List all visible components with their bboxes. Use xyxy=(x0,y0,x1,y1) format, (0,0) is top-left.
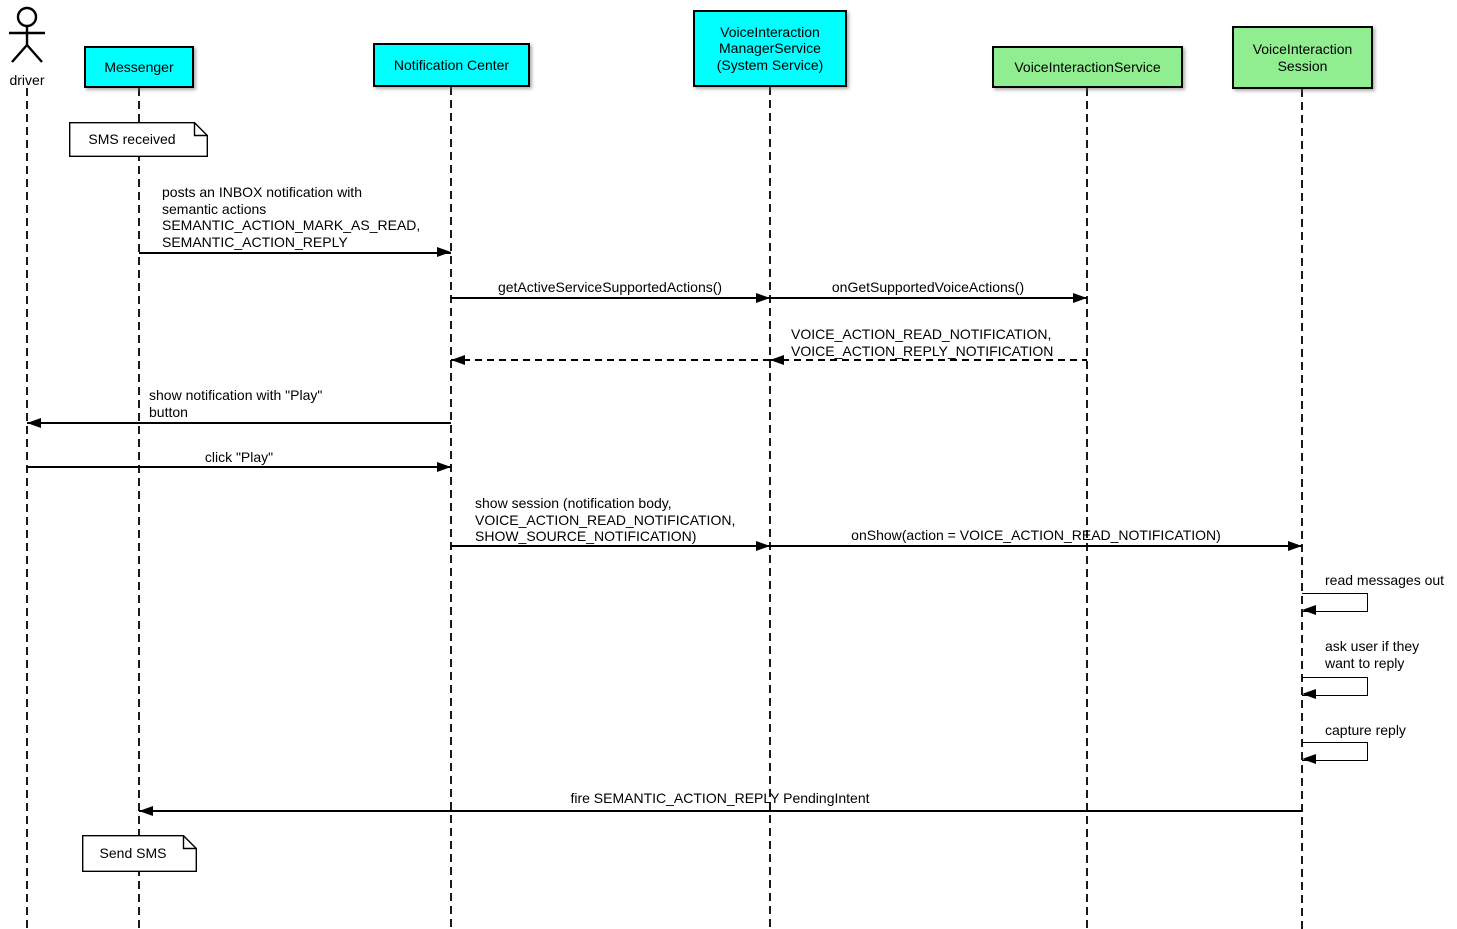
participant-voiceinteraction-managerservice: VoiceInteraction ManagerService (System … xyxy=(693,10,847,87)
arrowhead-left-icon xyxy=(1302,689,1316,700)
lifeline-messenger xyxy=(138,88,140,929)
lifeline-voiceinteractionservice xyxy=(1086,88,1088,929)
actor-driver: driver xyxy=(0,6,54,88)
message-line xyxy=(451,545,770,547)
participant-messenger: Messenger xyxy=(84,46,194,88)
message-line-dashed xyxy=(451,359,770,361)
arrowhead-left-icon xyxy=(1302,754,1316,765)
participant-notification-center: Notification Center xyxy=(373,43,530,87)
lifeline-voiceinteraction-managerservice xyxy=(769,87,771,929)
message-line xyxy=(27,422,451,424)
arrowhead-left-icon xyxy=(770,354,784,365)
note-text: SMS received xyxy=(88,131,176,148)
message-label: ask user if they want to reply xyxy=(1325,638,1420,671)
message-label: capture reply xyxy=(1325,722,1406,738)
lifeline-voiceinteraction-session xyxy=(1301,89,1303,929)
arrowhead-left-icon xyxy=(1302,605,1316,616)
person-icon xyxy=(9,6,45,63)
message-label: show session (notification body, VOICE_A… xyxy=(475,495,736,544)
message-label: VOICE_ACTION_READ_NOTIFICATION, VOICE_AC… xyxy=(791,326,1054,359)
self-message-loop xyxy=(1302,593,1368,612)
lifeline-notification-center xyxy=(450,87,452,929)
note-send-sms: Send SMS xyxy=(82,835,197,872)
message-label: posts an INBOX notification with semanti… xyxy=(162,184,421,250)
message-line-dashed xyxy=(770,359,1087,361)
message-line xyxy=(139,810,1302,812)
arrowhead-left-icon xyxy=(139,805,153,816)
message-label: getActiveServiceSupportedActions() xyxy=(497,279,723,295)
actor-label: driver xyxy=(9,71,45,88)
arrowhead-right-icon xyxy=(1073,292,1087,303)
participant-voiceinteraction-session: VoiceInteraction Session xyxy=(1232,26,1373,89)
note-shape xyxy=(82,835,197,872)
note-sms-received: SMS received xyxy=(69,122,208,157)
message-line xyxy=(27,466,451,468)
arrowhead-right-icon xyxy=(756,540,770,551)
message-label: fire SEMANTIC_ACTION_REPLY PendingIntent xyxy=(570,790,870,806)
self-message-loop xyxy=(1302,677,1368,696)
message-label: onShow(action = VOICE_ACTION_READ_NOTIFI… xyxy=(851,527,1221,543)
participant-voiceinteractionservice: VoiceInteractionService xyxy=(992,46,1183,88)
arrowhead-right-icon xyxy=(756,292,770,303)
note-text: Send SMS xyxy=(99,845,167,862)
message-label: read messages out xyxy=(1325,572,1445,588)
message-label: show notification with "Play" button xyxy=(149,387,323,420)
arrowhead-right-icon xyxy=(437,247,451,258)
message-label: click "Play" xyxy=(204,449,274,465)
message-line xyxy=(451,297,770,299)
message-line xyxy=(139,252,451,254)
arrowhead-right-icon xyxy=(1288,540,1302,551)
arrowhead-left-icon xyxy=(451,354,465,365)
arrowhead-right-icon xyxy=(437,461,451,472)
message-line xyxy=(770,545,1302,547)
lifeline-driver xyxy=(26,88,28,929)
message-line xyxy=(770,297,1087,299)
arrowhead-left-icon xyxy=(27,417,41,428)
note-shape xyxy=(69,122,208,157)
message-label: onGetSupportedVoiceActions() xyxy=(831,279,1025,295)
self-message-loop xyxy=(1302,742,1368,761)
